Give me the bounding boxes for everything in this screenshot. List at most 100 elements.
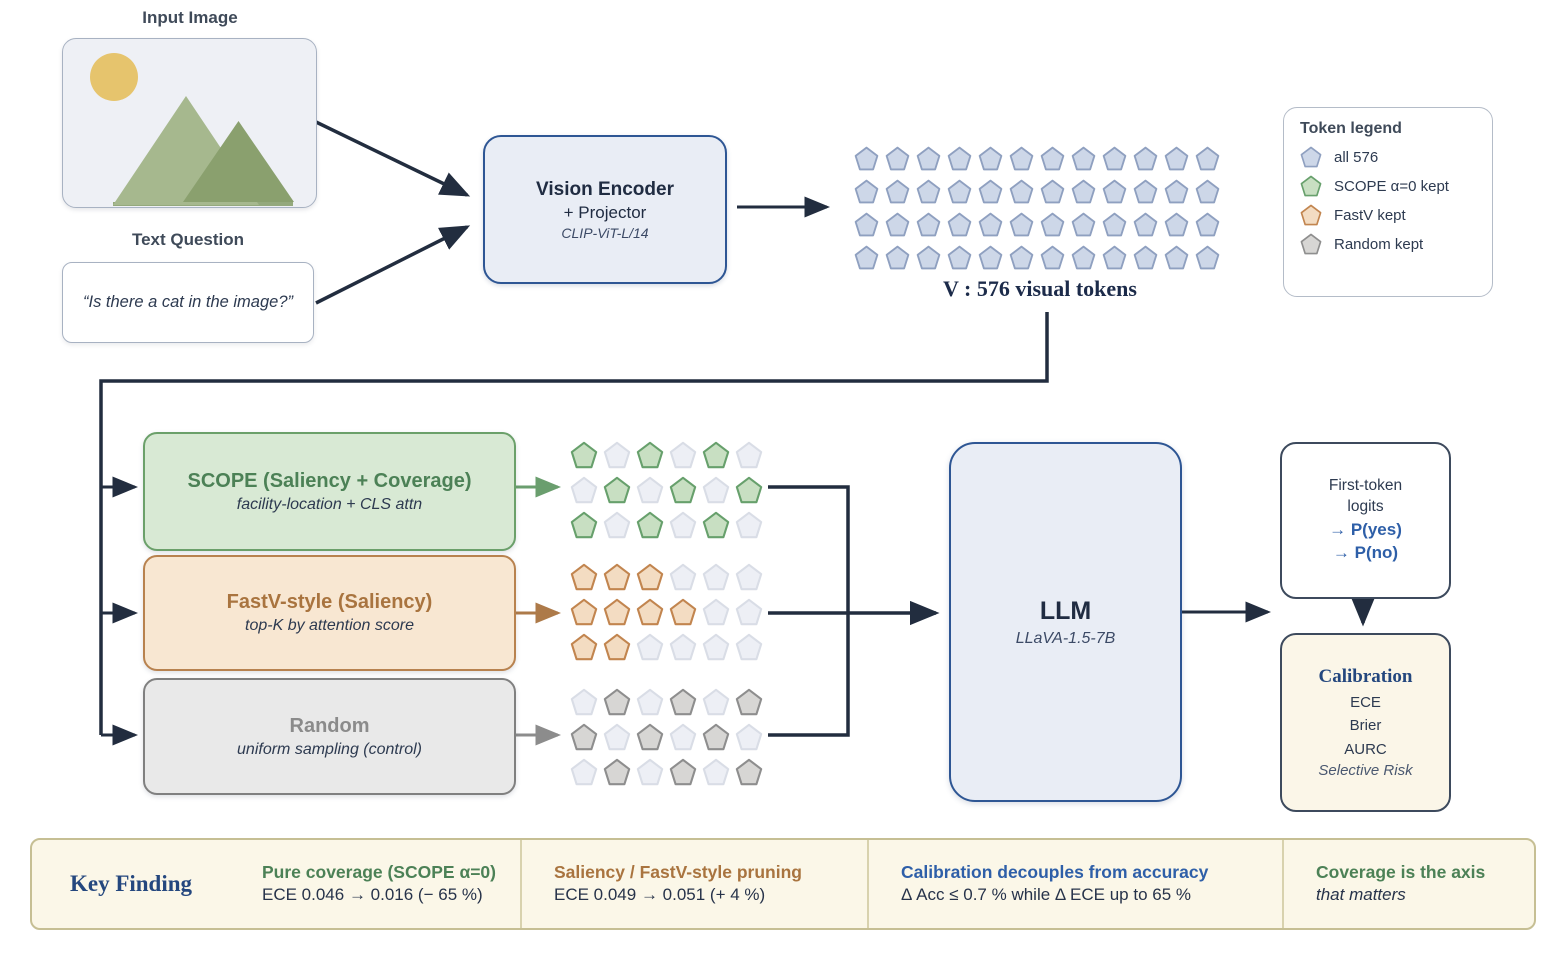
token-pentagon-scope: [702, 511, 730, 539]
token-pentagon-all: [854, 245, 879, 270]
vision-encoder-title: Vision Encoder: [536, 178, 674, 200]
token-pentagon-all: [1133, 179, 1158, 204]
token-pentagon-all: [885, 146, 910, 171]
scope-token-grid: [570, 441, 763, 539]
token-pentagon-scope: [636, 441, 664, 469]
calibration-title: Calibration: [1318, 666, 1413, 688]
token-pentagon-scope: [669, 476, 697, 504]
token-pentagon-all: [1195, 146, 1220, 171]
token-legend-title: Token legend: [1300, 120, 1402, 137]
token-pentagon-all: [1071, 245, 1096, 270]
token-pentagon-faded: [702, 563, 730, 591]
token-pentagon-faded: [702, 476, 730, 504]
token-pentagon-all: [1133, 146, 1158, 171]
line-grids-converge: [768, 485, 850, 737]
token-pentagon-fastv: [603, 598, 631, 626]
llm-model: LLaVA-1.5-7B: [1015, 629, 1116, 647]
token-pentagon-all: [916, 212, 941, 237]
token-pentagon-all: [1164, 212, 1189, 237]
legend-item-random: Random kept: [1300, 233, 1478, 255]
token-pentagon-all: [947, 245, 972, 270]
text-question-label: Text Question: [131, 230, 245, 249]
token-pentagon-random: [636, 723, 664, 751]
p-yes-label: → P(yes): [1329, 519, 1402, 539]
token-pentagon-faded: [570, 688, 598, 716]
token-pentagon-all: [1102, 146, 1127, 171]
legend-item-label: SCOPE α=0 kept: [1334, 177, 1449, 195]
token-pentagon-all: [1102, 245, 1127, 270]
token-pentagon-faded: [702, 598, 730, 626]
legend-item-scope: SCOPE α=0 kept: [1300, 175, 1478, 197]
token-pentagon-faded: [603, 511, 631, 539]
first-token-logits-box: First-token logits → P(yes) → P(no): [1280, 442, 1451, 599]
key-finding-detail: ECE 0.046 → 0.016 (− 65 %): [262, 884, 483, 904]
token-pentagon-random: [603, 688, 631, 716]
token-pentagon-all: [978, 212, 1003, 237]
token-pentagon-fastv: [570, 563, 598, 591]
token-pentagon-all: [885, 212, 910, 237]
token-pentagon-faded: [636, 688, 664, 716]
token-pentagon-faded: [636, 758, 664, 786]
fastv-method-title: FastV-style (Saliency): [226, 591, 433, 613]
token-pentagon-faded: [735, 511, 763, 539]
token-pentagon-fastv: [603, 563, 631, 591]
token-pentagon-faded: [669, 633, 697, 661]
token-pentagon-all: [885, 245, 910, 270]
token-pentagon-all: [1133, 212, 1158, 237]
scope-method-subtitle: facility-location + CLS attn: [236, 495, 423, 513]
token-pentagon-all: [1009, 179, 1034, 204]
fastv-token-grid: [570, 563, 763, 661]
llm-box: LLM LLaVA-1.5-7B: [949, 442, 1182, 802]
visual-tokens-caption: V : 576 visual tokens: [943, 276, 1137, 301]
token-pentagon-all: [885, 179, 910, 204]
token-pentagon-faded: [603, 441, 631, 469]
token-pentagon-random: [1300, 233, 1322, 255]
token-pentagon-all: [1133, 245, 1158, 270]
input-image-label: Input Image: [142, 8, 238, 27]
token-pentagon-fastv: [570, 598, 598, 626]
token-pentagon-all: [1071, 179, 1096, 204]
arrow-question-to-encoder: [315, 225, 471, 305]
arrow-image-to-encoder: [315, 120, 471, 197]
token-pentagon-all: [1102, 212, 1127, 237]
calibration-metric: ECE: [1350, 694, 1381, 712]
token-pentagon-faded: [570, 476, 598, 504]
question-text: “Is there a cat in the image?”: [82, 293, 294, 311]
token-pentagon-scope: [702, 441, 730, 469]
key-finding-title: Pure coverage (SCOPE α=0): [262, 862, 496, 883]
token-pentagon-all: [947, 146, 972, 171]
token-pentagon-all: [1195, 212, 1220, 237]
token-pentagon-faded: [603, 723, 631, 751]
token-pentagon-all: [1102, 179, 1127, 204]
token-pentagon-all: [854, 179, 879, 204]
token-pentagon-all: [1164, 146, 1189, 171]
token-pentagon-random: [735, 758, 763, 786]
token-pentagon-scope: [570, 511, 598, 539]
vision-encoder-subtitle: + Projector: [563, 202, 647, 222]
key-finding-title: Calibration decouples from accuracy: [901, 862, 1209, 883]
token-pentagon-random: [570, 723, 598, 751]
token-pentagon-all: [854, 146, 879, 171]
token-pentagon-all: [978, 245, 1003, 270]
token-pentagon-faded: [702, 758, 730, 786]
scope-method-title: SCOPE (Saliency + Coverage): [187, 469, 472, 492]
token-pentagon-all: [1071, 212, 1096, 237]
token-pentagon-fastv: [1300, 204, 1322, 226]
token-pentagon-fastv: [636, 598, 664, 626]
key-finding-title: Saliency / FastV-style pruning: [554, 862, 802, 883]
token-pentagon-all: [978, 179, 1003, 204]
token-pentagon-all: [854, 212, 879, 237]
token-pentagon-all: [1040, 146, 1065, 171]
token-pentagon-faded: [669, 723, 697, 751]
token-pentagon-all: [916, 245, 941, 270]
token-pentagon-faded: [669, 441, 697, 469]
token-pentagon-scope: [603, 476, 631, 504]
token-pentagon-faded: [570, 758, 598, 786]
calibration-metric: Brier: [1349, 717, 1382, 735]
token-pentagon-all: [1009, 212, 1034, 237]
token-pentagon-random: [702, 723, 730, 751]
